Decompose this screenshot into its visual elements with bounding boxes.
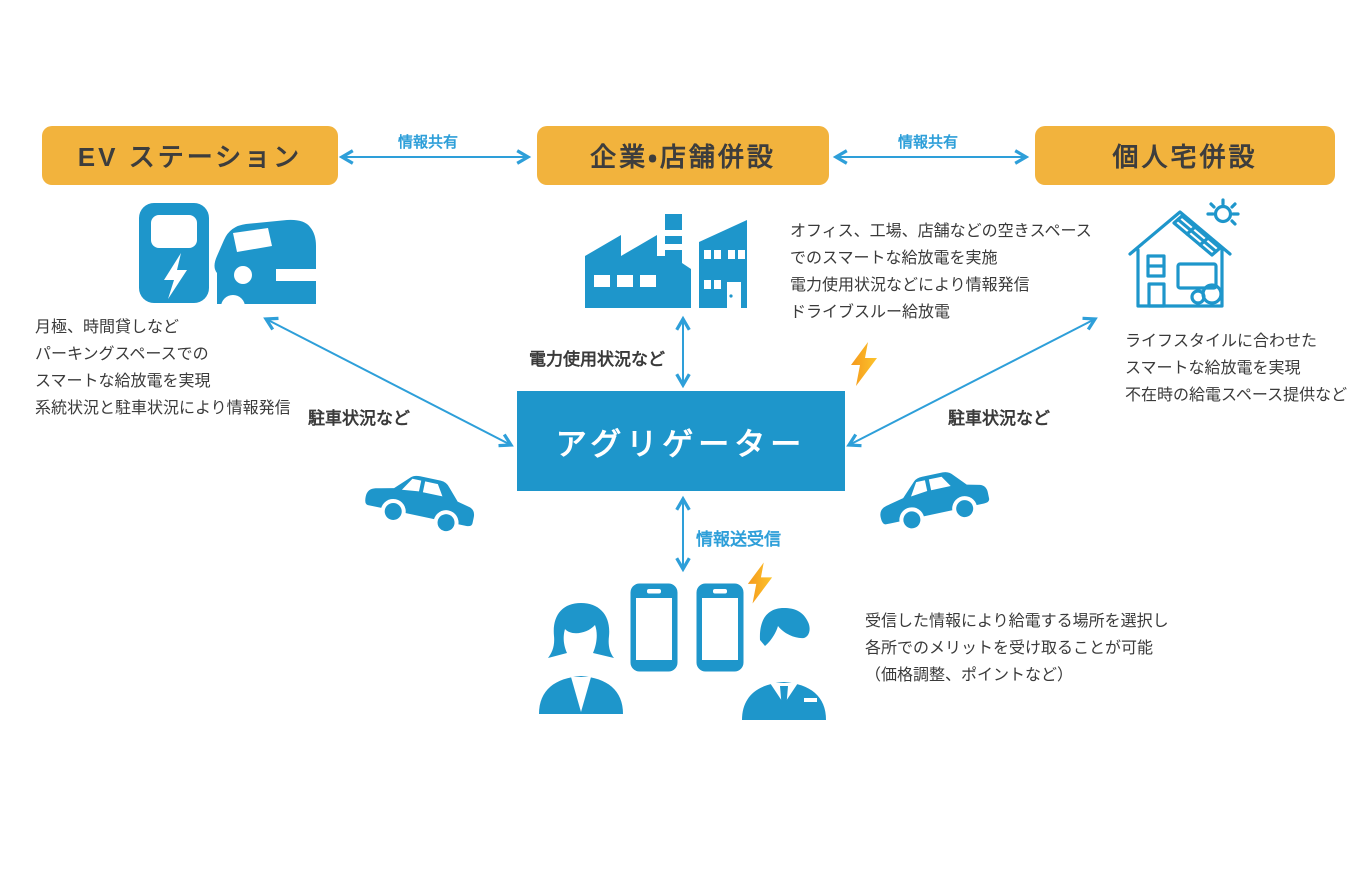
text-line: 受信した情報により給電する場所を選択し [865,613,1169,630]
label-power-usage: 電力使用状況など [529,350,665,369]
text-line: スマートな給放電を実現 [1125,360,1301,377]
text-line: パーキングスペースでの [35,346,209,363]
header-ev-station: EV ステーション [42,126,338,185]
text-line: 月極、時間貸しなど [35,319,180,336]
label-info-share-left: 情報共有 [397,134,459,151]
text-line: 不在時の給電スペース提供など [1125,387,1348,404]
ev-charger-car-icon [139,203,316,305]
car-icon [365,475,475,536]
header-private-home: 個人宅併設 [1035,126,1335,185]
text-line: オフィス、工場、店舗などの空きスペース [790,223,1092,240]
text-line: でのスマートな給放電を実施 [790,250,998,267]
text-line: ライフスタイルに合わせた [1125,333,1318,350]
smartphone-icon [696,583,744,672]
lightning-icon [747,562,773,604]
woman-user-icon [539,603,623,714]
label-send-receive: 情報送受信 [696,530,781,549]
lightning-icon [851,342,877,386]
text-line: スマートな給放電を実現 [35,373,211,390]
private-home-description: ライフスタイルに合わせた スマートな給放電を実現 不在時の給電スペース提供など [1125,328,1347,409]
company-store-description: オフィス、工場、店舗などの空きスペース でのスマートな給放電を実施 電力使用状況… [790,218,1092,326]
text-line: ドライブスルー給放電 [790,304,951,321]
text-line: （価格調整、ポイントなど） [865,667,1074,684]
ev-user-description: 受信した情報により給電する場所を選択し 各所でのメリットを受け取ることが可能 （… [865,608,1169,689]
factory-store-icon [585,214,747,308]
label-parking-right: 駐車状況など [948,409,1050,428]
car-icon [880,472,990,533]
solar-house-icon [1128,198,1240,308]
ev-station-description: 月極、時間貸しなど パーキングスペースでの スマートな給放電を実現 系統状況と駐… [35,314,291,422]
businessman-icon [742,608,826,720]
aggregator-box: アグリゲーター [517,391,845,491]
text-line: 各所でのメリットを受け取ることが可能 [865,640,1154,657]
label-info-share-right: 情報共有 [897,134,959,151]
text-line: 電力使用状況などにより情報発信 [790,277,1030,294]
smartphone-icon [630,583,678,672]
label-parking-left: 駐車状況など [308,409,410,428]
header-company-store: 企業・店舗併設 [537,126,829,185]
text-line: 系統状況と駐車状況により情報発信 [35,400,291,417]
